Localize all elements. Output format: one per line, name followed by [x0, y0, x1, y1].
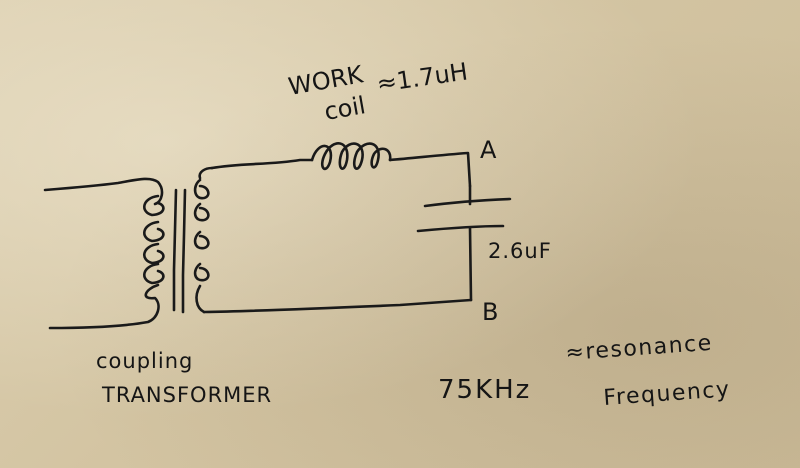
capacitor-value: 2.6uF	[488, 239, 552, 263]
transformer-label-line2: TRANSFORMER	[101, 383, 272, 407]
bottom-wire	[202, 298, 473, 314]
frequency-value: 75KHz	[438, 375, 531, 405]
frequency-note-line1: ≈resonance	[565, 331, 714, 366]
work-coil-wire	[210, 142, 472, 188]
node-a-label: A	[480, 136, 497, 164]
transformer-secondary	[193, 166, 214, 314]
work-coil-label-line2: coil	[322, 91, 367, 126]
capacitor	[416, 184, 512, 302]
transformer-core	[172, 188, 187, 314]
transformer-label-line1: coupling	[96, 349, 193, 373]
transformer-primary	[43, 177, 165, 330]
node-b-label: B	[482, 298, 498, 326]
frequency-note-line2: Frequency	[603, 377, 732, 411]
work-coil-value: ≈1.7uH	[375, 57, 470, 97]
